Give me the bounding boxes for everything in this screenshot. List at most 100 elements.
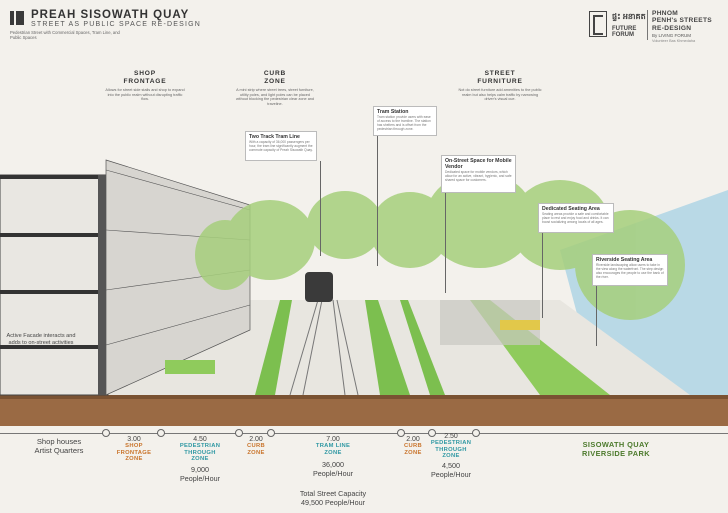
- seating-tables: [500, 320, 540, 330]
- zone-line: ZONE: [125, 456, 143, 463]
- dim-width: 4.50: [193, 436, 207, 443]
- tram-line-callout: Two Track Tram Line With a capacity of 3…: [245, 131, 317, 161]
- dim-width: 2.00: [249, 436, 263, 443]
- logo-project-line: RE-DESIGN: [652, 24, 692, 32]
- ruler-tick-icon: [157, 429, 165, 437]
- ruler-tick-icon: [102, 429, 110, 437]
- total-capacity-line: Total Street Capacity: [299, 489, 367, 498]
- ruler-tick-icon: [472, 429, 480, 437]
- ruler-tick-icon: [235, 429, 243, 437]
- tram-vehicle: [305, 272, 333, 302]
- logo-khmer-text: ផ្ទះ អនាគត: [612, 12, 646, 21]
- label-line: Artist Quarters: [34, 446, 84, 455]
- tram-rail: [336, 299, 359, 396]
- zone-line: SHOP: [125, 443, 143, 449]
- capacity-line: 9,000: [191, 464, 209, 474]
- zone-line: ZONE: [247, 449, 265, 456]
- dim-width: 2.50: [444, 433, 458, 440]
- dim-capacity: 4,500 People/Hour: [428, 461, 474, 479]
- total-capacity: Total Street Capacity 49,500 People/Hour: [283, 489, 383, 507]
- dim-zone: TRAM LINE ZONE: [293, 443, 373, 456]
- dimension-ruler: [0, 433, 728, 434]
- capacity-line: People/Hour: [313, 469, 353, 479]
- zone-line: ZONE: [324, 449, 342, 456]
- heading-line: FRONTAGE: [123, 78, 167, 85]
- dim-width: 7.00: [326, 436, 340, 443]
- shophouse-label: Shop houses Artist Quarters: [24, 437, 94, 455]
- street-furniture-heading: STREET FURNITURE: [470, 70, 530, 86]
- dim-zone: SHOP FRONTAGE ZONE: [110, 443, 158, 463]
- dim-zone: PEDESTRIAN THROUGH ZONE: [428, 440, 474, 460]
- dim-capacity: 9,000 People/Hour: [167, 465, 233, 483]
- zone-line: ZONE: [404, 449, 422, 456]
- vendor-space-callout: On-Street Space for Mobile Vendor Dedica…: [441, 155, 516, 193]
- zone-line: PEDESTRIAN: [430, 440, 472, 446]
- grass-strip: [255, 300, 292, 395]
- curb-zone-heading: CURB ZONE: [245, 70, 305, 86]
- grass-strip: [365, 300, 410, 395]
- dim-col-pedestrian-1: 4.50 PEDESTRIAN THROUGH ZONE 9,000 Peopl…: [167, 436, 233, 483]
- dim-col-pedestrian-2: 2.50 PEDESTRIAN THROUGH ZONE 4,500 Peopl…: [428, 433, 474, 479]
- soil-band: [0, 398, 728, 426]
- title-mark-icon: [10, 11, 24, 25]
- shop-frontage-description: Allows for street side stalls and shop t…: [105, 88, 185, 102]
- tram-rail: [302, 299, 323, 396]
- dim-col-shop-frontage: 3.00 SHOP FRONTAGE ZONE: [110, 436, 158, 463]
- riverside-park-label: SISOWATH QUAY RIVERSIDE PARK: [556, 440, 676, 458]
- dim-zone: CURB ZONE: [241, 443, 271, 456]
- shop-frontage-heading: SHOP FRONTAGE: [115, 70, 175, 86]
- logo-credit: Volunteer Bas Khmedaha: [652, 39, 696, 43]
- dim-capacity: 36,000 People/Hour: [293, 460, 373, 478]
- heading-line: SHOP: [134, 70, 156, 77]
- capacity-line: 36,000: [322, 460, 344, 470]
- zone-line: THROUGH: [184, 449, 216, 456]
- ruler-tick-icon: [397, 429, 405, 437]
- zone-line: FRONTAGE: [116, 449, 152, 456]
- soil-top-edge: [0, 395, 728, 399]
- callout-description: With a capacity of 36,000 passengers per…: [249, 140, 313, 152]
- tram-station-callout: Tram Station Tram station provide users …: [373, 106, 437, 136]
- callout-description: Seating areas provide a safe and comfort…: [542, 212, 609, 224]
- logo-project-line: PENH's STREETS: [652, 17, 712, 25]
- capacity-line: People/Hour: [431, 469, 471, 479]
- leader-line: [320, 161, 321, 256]
- callout-title: On-Street Space for Mobile Vendor: [445, 158, 512, 170]
- dim-col-curb-2: 2.00 CURB ZONE: [398, 436, 428, 456]
- zone-line: PEDESTRIAN: [179, 443, 221, 449]
- ruler-tick-icon: [267, 429, 275, 437]
- future-forum-logo-icon: [589, 11, 607, 37]
- zone-line: TRAM LINE: [315, 443, 351, 449]
- dim-zone: CURB ZONE: [398, 443, 428, 456]
- seating-area-callout: Dedicated Seating Area Seating areas pro…: [538, 203, 614, 233]
- callout-description: Tram station provide users with ease of …: [377, 115, 431, 131]
- park-label-line: SISOWATH QUAY: [582, 440, 650, 449]
- logo-by: By LIVING FORUM: [652, 33, 692, 38]
- heading-line: ZONE: [264, 78, 286, 85]
- zone-line: ZONE: [442, 453, 460, 460]
- dim-width: 2.00: [406, 436, 420, 443]
- street-furniture-description: Not do street furniture add amenities to…: [458, 88, 542, 102]
- tram-rail: [289, 299, 319, 396]
- page-title: PREAH SISOWATH QUAY: [31, 9, 190, 21]
- ruler-tick-icon: [428, 429, 436, 437]
- tram-rail: [332, 299, 346, 396]
- total-capacity-line: 49,500 People/Hour: [301, 498, 365, 507]
- logo-project-name: PHNOM PENH's STREETS RE-DESIGN: [652, 10, 712, 32]
- zone-line: THROUGH: [435, 446, 467, 453]
- dim-col-tram-line: 7.00 TRAM LINE ZONE 36,000 People/Hour: [293, 436, 373, 478]
- callout-title: Two Track Tram Line: [249, 134, 300, 140]
- park-label-line: RIVERSIDE PARK: [582, 449, 650, 458]
- callout-description: Riverside landscaping allow users to tak…: [596, 263, 664, 279]
- dim-col-curb-1: 2.00 CURB ZONE: [241, 436, 271, 456]
- callout-title: Riverside Seating Area: [596, 257, 653, 263]
- shophouse-building: [0, 159, 251, 396]
- logo-project-line: PHNOM: [652, 10, 679, 17]
- leader-line: [596, 286, 597, 346]
- planter: [165, 360, 215, 374]
- heading-line: CURB: [263, 70, 287, 77]
- riverside-seating-callout: Riverside Seating Area Riverside landsca…: [592, 254, 668, 286]
- logo-future-forum: FUTURE FORUM: [612, 26, 637, 38]
- leader-line: [542, 233, 543, 318]
- page-subtitle: STREET AS PUBLIC SPACE RE-DESIGN: [31, 21, 202, 28]
- heading-line: STREET: [484, 70, 516, 77]
